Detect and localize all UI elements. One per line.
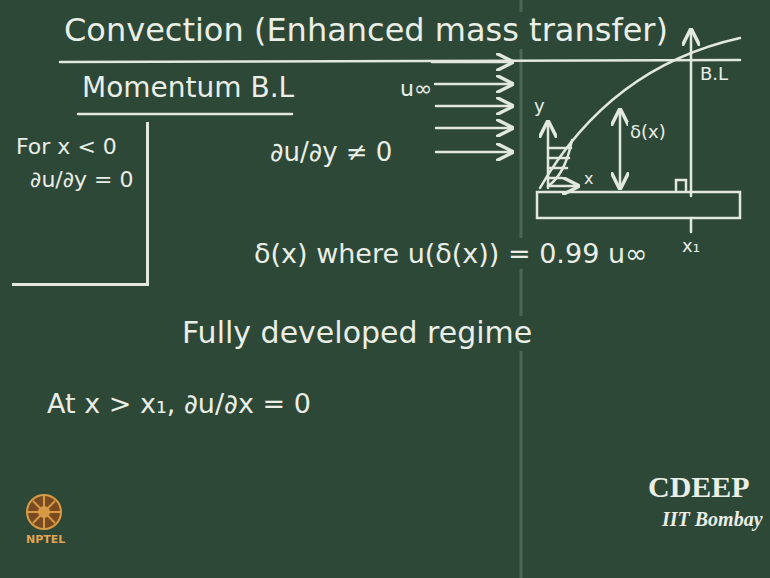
flow-arrow bbox=[436, 105, 512, 108]
logo-text: NPTEL bbox=[24, 534, 67, 547]
regime-label: Fully developed regime bbox=[180, 316, 534, 351]
board-seam bbox=[520, 0, 523, 578]
condition: At x > x₁, ∂u/∂x = 0 bbox=[45, 388, 313, 419]
region-label: B.L bbox=[698, 64, 730, 85]
watermark: IIT Bombay bbox=[660, 508, 765, 531]
profile-hatch bbox=[548, 157, 569, 160]
watermark: CDEEP bbox=[646, 470, 752, 505]
position-label: x₁ bbox=[680, 236, 702, 257]
heading-underline bbox=[78, 113, 292, 116]
right-angle-mark bbox=[676, 180, 686, 190]
definition: δ(x) where u(δ(x)) = 0.99 u∞ bbox=[252, 238, 650, 269]
nptel-logo bbox=[27, 495, 61, 529]
thickness-label: δ(x) bbox=[628, 122, 668, 143]
flow-arrow bbox=[436, 127, 512, 130]
x-axis bbox=[548, 185, 578, 188]
thickness-arrow bbox=[619, 110, 622, 188]
flow-arrow bbox=[436, 151, 512, 154]
flat-plate bbox=[537, 192, 740, 218]
boundary-layer-curve bbox=[540, 38, 740, 188]
profile-hatch bbox=[548, 167, 567, 170]
condition-text: ∂u/∂y = 0 bbox=[16, 163, 134, 196]
condition-text: For x < 0 bbox=[16, 130, 134, 163]
axis-label: y bbox=[532, 96, 547, 117]
velocity-profile bbox=[548, 140, 572, 186]
flow-arrow bbox=[432, 61, 512, 64]
equation: ∂u/∂y ≠ 0 bbox=[268, 138, 394, 168]
velocity-symbol: u∞ bbox=[398, 76, 434, 101]
profile-hatch bbox=[548, 147, 571, 150]
board-title: Convection (Enhanced mass transfer) bbox=[62, 12, 670, 49]
title-underline bbox=[60, 60, 740, 62]
flow-arrow bbox=[435, 83, 512, 86]
position-tick bbox=[690, 218, 693, 232]
axis-label: x bbox=[582, 170, 595, 188]
position-arrow bbox=[690, 30, 693, 196]
profile-hatch bbox=[548, 177, 562, 180]
condition-box: For x < 0∂u/∂y = 0 bbox=[12, 122, 149, 286]
section-heading: Momentum B.L bbox=[80, 72, 296, 104]
